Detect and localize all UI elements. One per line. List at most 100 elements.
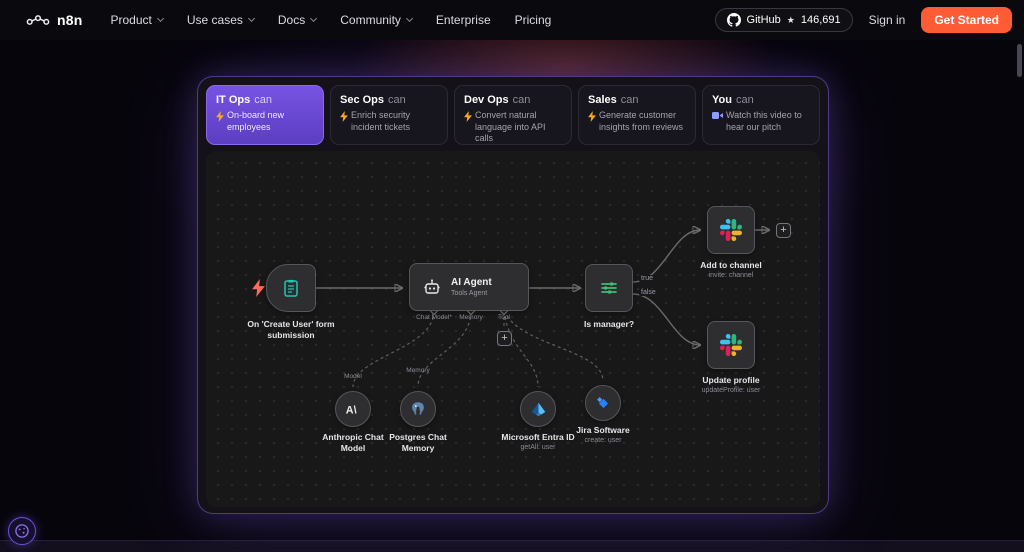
- chevron-down-icon: [405, 14, 413, 23]
- node-label: Microsoft Entra ID: [501, 432, 575, 442]
- tab-audience: IT Ops: [216, 94, 251, 106]
- robot-icon: [424, 279, 440, 294]
- nav-item-label: Pricing: [514, 13, 552, 27]
- agent-title: AI Agent: [451, 277, 492, 288]
- tab-can-suffix: can: [388, 94, 406, 106]
- logo-text: n8n: [57, 12, 83, 28]
- agent-subtitle: Tools Agent: [451, 290, 488, 297]
- filter-sliders-icon: [601, 282, 617, 294]
- sign-in-link[interactable]: Sign in: [868, 13, 906, 27]
- bolt-icon: [464, 111, 472, 122]
- node-operation: updateProfile: user: [701, 387, 761, 394]
- bolt-icon: [588, 111, 596, 122]
- node-microsoft-entra-id[interactable]: [520, 391, 556, 427]
- node-form-trigger[interactable]: [266, 264, 316, 312]
- trigger-bolt-icon: [252, 279, 265, 297]
- n8n-logo[interactable]: n8n: [26, 12, 83, 28]
- workflow-canvas[interactable]: On 'Create User' form submission AI Agen…: [206, 151, 820, 507]
- nav-item-label: Use cases: [186, 13, 243, 27]
- nav-item-enterprise[interactable]: Enterprise: [436, 13, 491, 27]
- node-operation: invite: channel: [708, 272, 754, 279]
- tab-desc-text: Watch this video to hear our pitch: [726, 110, 802, 132]
- get-started-button[interactable]: Get Started: [921, 7, 1012, 33]
- node-anthropic-chat-model[interactable]: A\: [335, 391, 371, 427]
- tab-audience: Sec Ops: [340, 94, 385, 106]
- nav-item-label: Product: [110, 13, 152, 27]
- tab-can-suffix: can: [620, 94, 639, 106]
- node-label: Postgres Chat Memory: [389, 432, 447, 454]
- tab-can-suffix: can: [735, 94, 754, 106]
- branch-false-label: false: [639, 289, 658, 296]
- node-operation: getAll: user: [520, 444, 556, 451]
- tab-audience: Sales: [588, 94, 617, 106]
- nav-item-pricing[interactable]: Pricing: [515, 13, 552, 27]
- entra-id-icon: [531, 402, 545, 416]
- nav-right-group: GitHub ★ 146,691 Sign in Get Started: [714, 7, 1012, 33]
- chevron-down-icon: [247, 14, 255, 23]
- node-label: Jira Software: [576, 425, 630, 435]
- slack-icon: [720, 219, 742, 241]
- slack-icon: [720, 334, 742, 356]
- add-node-button[interactable]: +: [776, 223, 791, 238]
- github-icon: [726, 13, 741, 27]
- next-section-edge: [0, 540, 1024, 552]
- cookie-consent-button[interactable]: [8, 517, 36, 545]
- video-icon: [712, 112, 723, 119]
- chevron-down-icon: [156, 14, 164, 23]
- chevron-down-icon: [310, 14, 318, 23]
- nav-item-use-cases[interactable]: Use cases: [186, 13, 255, 27]
- subnode-port-memory: Memory: [406, 367, 430, 374]
- node-label: Is manager?: [583, 319, 635, 329]
- node-label: On 'Create User' form submission: [247, 319, 335, 341]
- postgres-icon: [412, 402, 424, 415]
- node-slack-update-profile[interactable]: [707, 321, 755, 369]
- node-postgres-chat-memory[interactable]: [400, 391, 436, 427]
- bolt-icon: [340, 111, 348, 122]
- node-jira-software[interactable]: [585, 385, 621, 421]
- port-label-memory: Memory: [459, 314, 483, 321]
- port-label-tool: Tool: [498, 314, 510, 321]
- form-icon: [284, 279, 298, 297]
- nav-item-label: Community: [340, 13, 401, 27]
- node-operation: create: user: [584, 437, 622, 444]
- tab-desc-text: Enrich security incident tickets: [351, 110, 411, 132]
- nav-item-label: Docs: [277, 13, 306, 27]
- node-slack-add-to-channel[interactable]: [707, 206, 755, 254]
- tab-desc: Convert natural language into API calls: [464, 110, 562, 144]
- nav-item-community[interactable]: Community: [340, 13, 413, 27]
- tab-can-suffix: can: [254, 94, 272, 106]
- nav-item-docs[interactable]: Docs: [277, 13, 318, 27]
- scrollbar-thumb[interactable]: [1017, 44, 1022, 77]
- cookie-icon: [15, 524, 29, 538]
- github-stars-button[interactable]: GitHub ★ 146,691: [714, 8, 853, 32]
- top-navigation: n8n Product Use cases Docs Community Ent…: [0, 0, 1024, 40]
- bolt-icon: [216, 111, 224, 122]
- star-icon: ★: [786, 14, 795, 25]
- tab-can-suffix: can: [512, 94, 531, 106]
- nav-item-product[interactable]: Product: [110, 13, 164, 27]
- add-tool-button[interactable]: +: [497, 331, 512, 346]
- tab-audience: Dev Ops: [464, 94, 509, 106]
- nav-menu: Product Use cases Docs Community Enterpr…: [111, 13, 552, 27]
- anthropic-icon: A\: [346, 405, 357, 417]
- branch-true-label: true: [639, 275, 656, 282]
- node-is-manager[interactable]: [585, 264, 633, 312]
- jira-icon: [596, 396, 608, 408]
- github-label: GitHub: [746, 14, 781, 26]
- n8n-logo-icon: [26, 15, 50, 25]
- github-star-count: 146,691: [800, 14, 841, 26]
- node-label: Update profile: [702, 375, 760, 385]
- node-ai-agent[interactable]: AI Agent Tools Agent: [409, 263, 529, 311]
